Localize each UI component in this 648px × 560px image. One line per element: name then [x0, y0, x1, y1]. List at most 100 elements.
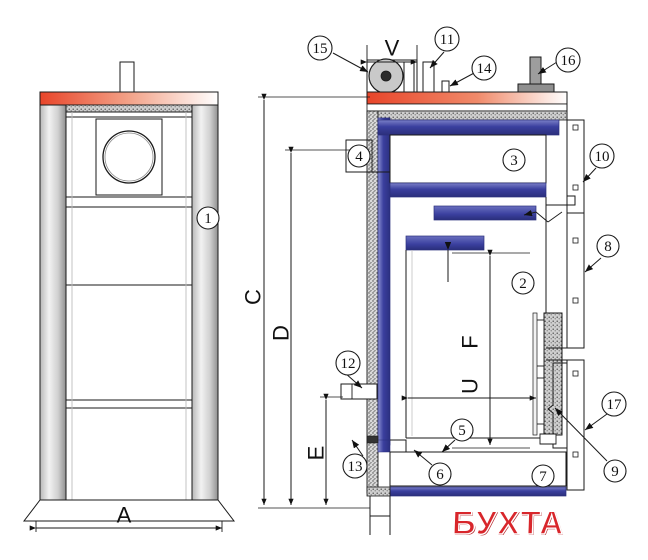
leader-8	[584, 257, 602, 273]
callout-2[interactable]: 2	[511, 271, 535, 295]
bracket-hook-9	[547, 362, 567, 449]
base-plinth	[22, 499, 236, 522]
right-bracket-upper	[566, 119, 585, 221]
dimension-E-label: E	[304, 446, 329, 461]
callout-3-label: 3	[510, 153, 518, 169]
callout-8[interactable]: 8	[596, 234, 620, 258]
combustion-chamber-outline	[405, 250, 546, 439]
callout-4[interactable]: 4	[347, 144, 371, 168]
baffle-plate-lower	[405, 235, 485, 251]
leader-11	[429, 51, 445, 69]
top-white-panel-section	[366, 103, 568, 112]
callout-9[interactable]: 9	[603, 459, 627, 483]
top-water-jacket	[377, 119, 560, 136]
callout-2-label: 2	[519, 276, 527, 292]
callout-bubbles: 1 2 3 4 5 6 7 8	[196, 26, 627, 488]
callout-10[interactable]: 10	[589, 143, 615, 169]
leader-14	[449, 71, 477, 87]
casing-outline	[367, 91, 568, 120]
front-elevation-view	[22, 61, 236, 522]
dimension-C: C	[241, 93, 370, 509]
callout-15-label: 15	[313, 41, 328, 57]
leader-16	[537, 61, 558, 75]
callout-14[interactable]: 14	[471, 55, 497, 81]
watermark-buhta: БУХТА	[451, 503, 566, 541]
left-side-column	[39, 104, 67, 501]
dimension-F: F	[452, 249, 530, 449]
wall-block-13	[366, 435, 379, 444]
left-jacket-foot	[377, 439, 391, 453]
flue-blower-assembly	[366, 58, 418, 97]
leader-grate	[523, 209, 549, 223]
leader-4-box	[345, 139, 373, 173]
top-panel-front	[39, 91, 219, 106]
dimension-A: A	[29, 503, 223, 532]
callout-15[interactable]: 15	[307, 35, 333, 61]
leader-17	[584, 413, 608, 431]
leader-5	[441, 439, 456, 453]
step-detail-6	[390, 439, 407, 452]
callout-7-label: 7	[539, 469, 547, 485]
callout-11-label: 11	[440, 32, 454, 48]
dimension-V-label: V	[385, 36, 400, 61]
right-side-column	[191, 104, 219, 501]
callout-16[interactable]: 16	[555, 47, 581, 73]
callout-5-label: 5	[458, 423, 466, 439]
chamber-lower-jacket	[389, 182, 547, 198]
leader-6	[413, 449, 433, 466]
callout-11[interactable]: 11	[434, 26, 460, 52]
right-bracket-bottom	[539, 359, 585, 491]
callout-4-label: 4	[355, 149, 363, 165]
leader-13	[351, 439, 364, 457]
callout-1[interactable]: 1	[196, 206, 220, 230]
control-lever-16	[517, 56, 555, 93]
top-panel-section	[366, 91, 568, 105]
dimension-U-label: U	[458, 378, 483, 394]
callout-6-label: 6	[436, 467, 444, 483]
blower-hub	[380, 70, 392, 82]
sensor-stub-11	[422, 61, 435, 97]
flue-stub-front	[119, 61, 135, 97]
callout-16-label: 16	[561, 53, 577, 69]
callout-17[interactable]: 17	[601, 391, 627, 417]
round-hatch	[102, 130, 156, 184]
leader-15	[332, 52, 369, 73]
side-section-view: V	[340, 36, 585, 535]
baffle-plate-upper	[433, 205, 537, 221]
blower-outlet-pipe	[403, 61, 415, 97]
callout-13[interactable]: 13	[342, 453, 368, 479]
callout-5[interactable]: 5	[450, 418, 474, 442]
callout-10-label: 10	[595, 149, 610, 165]
callout-1-label: 1	[204, 211, 212, 227]
callout-12-label: 12	[341, 356, 356, 372]
dimension-A-label: A	[117, 503, 132, 528]
right-bracket-lower	[566, 212, 585, 349]
callout-3[interactable]: 3	[502, 148, 526, 172]
leader-grate-stem	[547, 211, 563, 223]
callout-13-label: 13	[348, 459, 363, 475]
callout-9-label: 9	[611, 464, 619, 480]
dimension-D: D	[269, 146, 356, 505]
leader-9	[554, 407, 608, 462]
bottom-foot	[369, 496, 391, 535]
dimension-V: V	[360, 36, 418, 70]
dimension-U: U	[401, 378, 536, 401]
leader-10	[582, 167, 597, 183]
callout-12[interactable]: 12	[335, 350, 361, 376]
callout-14-label: 14	[477, 61, 493, 77]
bracket-connector	[546, 204, 567, 361]
callout-6[interactable]: 6	[428, 462, 452, 486]
dimension-C-label: C	[241, 289, 266, 305]
pipe-stub-12	[340, 383, 378, 400]
round-hatch-inner	[104, 132, 154, 182]
left-wall-water-jacket	[377, 117, 391, 446]
callout-7[interactable]: 7	[531, 464, 555, 488]
dimension-D-label: D	[269, 325, 294, 341]
right-grate-assembly	[532, 312, 563, 436]
bottom-water-jacket	[389, 486, 567, 497]
dimension-F-label: F	[458, 335, 483, 348]
callout-17-label: 17	[607, 397, 623, 413]
bottom-insulation	[366, 486, 391, 497]
leader-lines	[332, 51, 608, 466]
